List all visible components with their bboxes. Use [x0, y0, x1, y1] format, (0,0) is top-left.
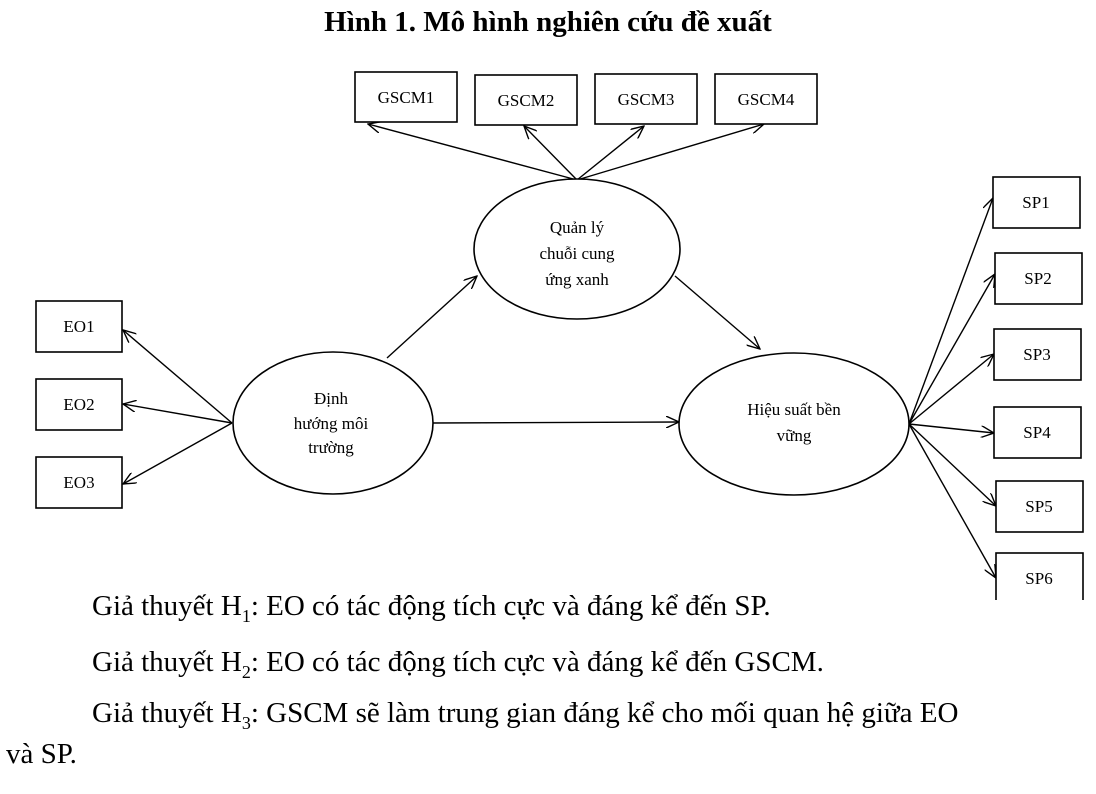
- edge-eo-eo2: [123, 404, 233, 424]
- research-model-diagram: GSCM1 GSCM2 GSCM3 GSCM4 EO1 EO2 EO3 SP1 …: [35, 71, 1084, 600]
- svg-text:SP2: SP2: [1024, 269, 1051, 288]
- svg-text:ứng xanh: ứng xanh: [545, 270, 609, 289]
- svg-text:SP4: SP4: [1023, 423, 1051, 442]
- svg-text:SP3: SP3: [1023, 345, 1050, 364]
- edge-eo-gscm: [386, 276, 477, 359]
- edge-sp-sp4: [908, 423, 994, 433]
- svg-text:GSCM1: GSCM1: [378, 88, 435, 107]
- svg-text:trường: trường: [308, 438, 354, 457]
- svg-text:EO2: EO2: [63, 395, 94, 414]
- indicator-gscm1: GSCM1: [354, 71, 458, 123]
- svg-text:Quản lý: Quản lý: [550, 218, 605, 237]
- indicator-eo3: EO3: [35, 456, 123, 509]
- edge-sp-sp5: [908, 423, 996, 506]
- edge-sp-sp6: [908, 423, 996, 578]
- indicator-sp5: SP5: [995, 480, 1084, 533]
- svg-text:EO3: EO3: [63, 473, 94, 492]
- edge-sp-sp3: [908, 354, 994, 425]
- indicator-eo2: EO2: [35, 378, 123, 431]
- edge-gscm-gscm2: [524, 126, 578, 181]
- construct-eo: Định hướng môi trường: [232, 351, 434, 495]
- svg-text:SP6: SP6: [1025, 569, 1052, 588]
- svg-text:Định: Định: [314, 389, 349, 408]
- indicator-sp6: SP6: [995, 552, 1084, 600]
- hypothesis-h2: Giả thuyết H2: EO có tác động tích cực v…: [92, 646, 824, 682]
- edge-eo-eo3: [123, 422, 233, 484]
- svg-text:GSCM2: GSCM2: [498, 91, 555, 110]
- indicator-sp2: SP2: [994, 252, 1083, 305]
- svg-text:GSCM3: GSCM3: [618, 90, 675, 109]
- hypothesis-h3-continued: và SP.: [6, 738, 77, 770]
- edge-eo-sp: [432, 422, 679, 423]
- edge-gscm-gscm4: [576, 124, 764, 181]
- indicator-sp1: SP1: [992, 176, 1081, 229]
- indicator-gscm3: GSCM3: [594, 73, 698, 125]
- edge-eo-eo1: [123, 330, 233, 424]
- indicator-gscm2: GSCM2: [474, 74, 578, 126]
- svg-text:hướng môi: hướng môi: [294, 414, 369, 433]
- hypothesis-h1: Giả thuyết H1: EO có tác động tích cực v…: [92, 590, 771, 626]
- indicator-gscm4: GSCM4: [714, 73, 818, 125]
- construct-gscm: Quản lý chuỗi cung ứng xanh: [473, 178, 681, 320]
- edge-gscm-gscm1: [368, 124, 578, 181]
- edge-gscm-gscm3: [576, 126, 644, 181]
- edge-sp-sp2: [908, 274, 995, 425]
- svg-text:Hiệu suất bền: Hiệu suất bền: [747, 400, 841, 419]
- hypothesis-h3: Giả thuyết H3: GSCM sẽ làm trung gian đá…: [92, 697, 959, 733]
- edge-sp-sp1: [908, 198, 993, 425]
- svg-text:chuỗi cung: chuỗi cung: [539, 244, 615, 263]
- edge-gscm-sp: [674, 275, 760, 349]
- indicator-eo1: EO1: [35, 300, 123, 353]
- svg-text:vững: vững: [777, 426, 812, 445]
- svg-text:EO1: EO1: [63, 317, 94, 336]
- svg-text:GSCM4: GSCM4: [738, 90, 795, 109]
- indicator-sp4: SP4: [993, 406, 1082, 459]
- construct-sp: Hiệu suất bền vững: [678, 352, 910, 496]
- svg-text:SP5: SP5: [1025, 497, 1052, 516]
- indicator-sp3: SP3: [993, 328, 1082, 381]
- figure-title: Hình 1. Mô hình nghiên cứu đề xuất: [324, 6, 772, 38]
- svg-text:SP1: SP1: [1022, 193, 1049, 212]
